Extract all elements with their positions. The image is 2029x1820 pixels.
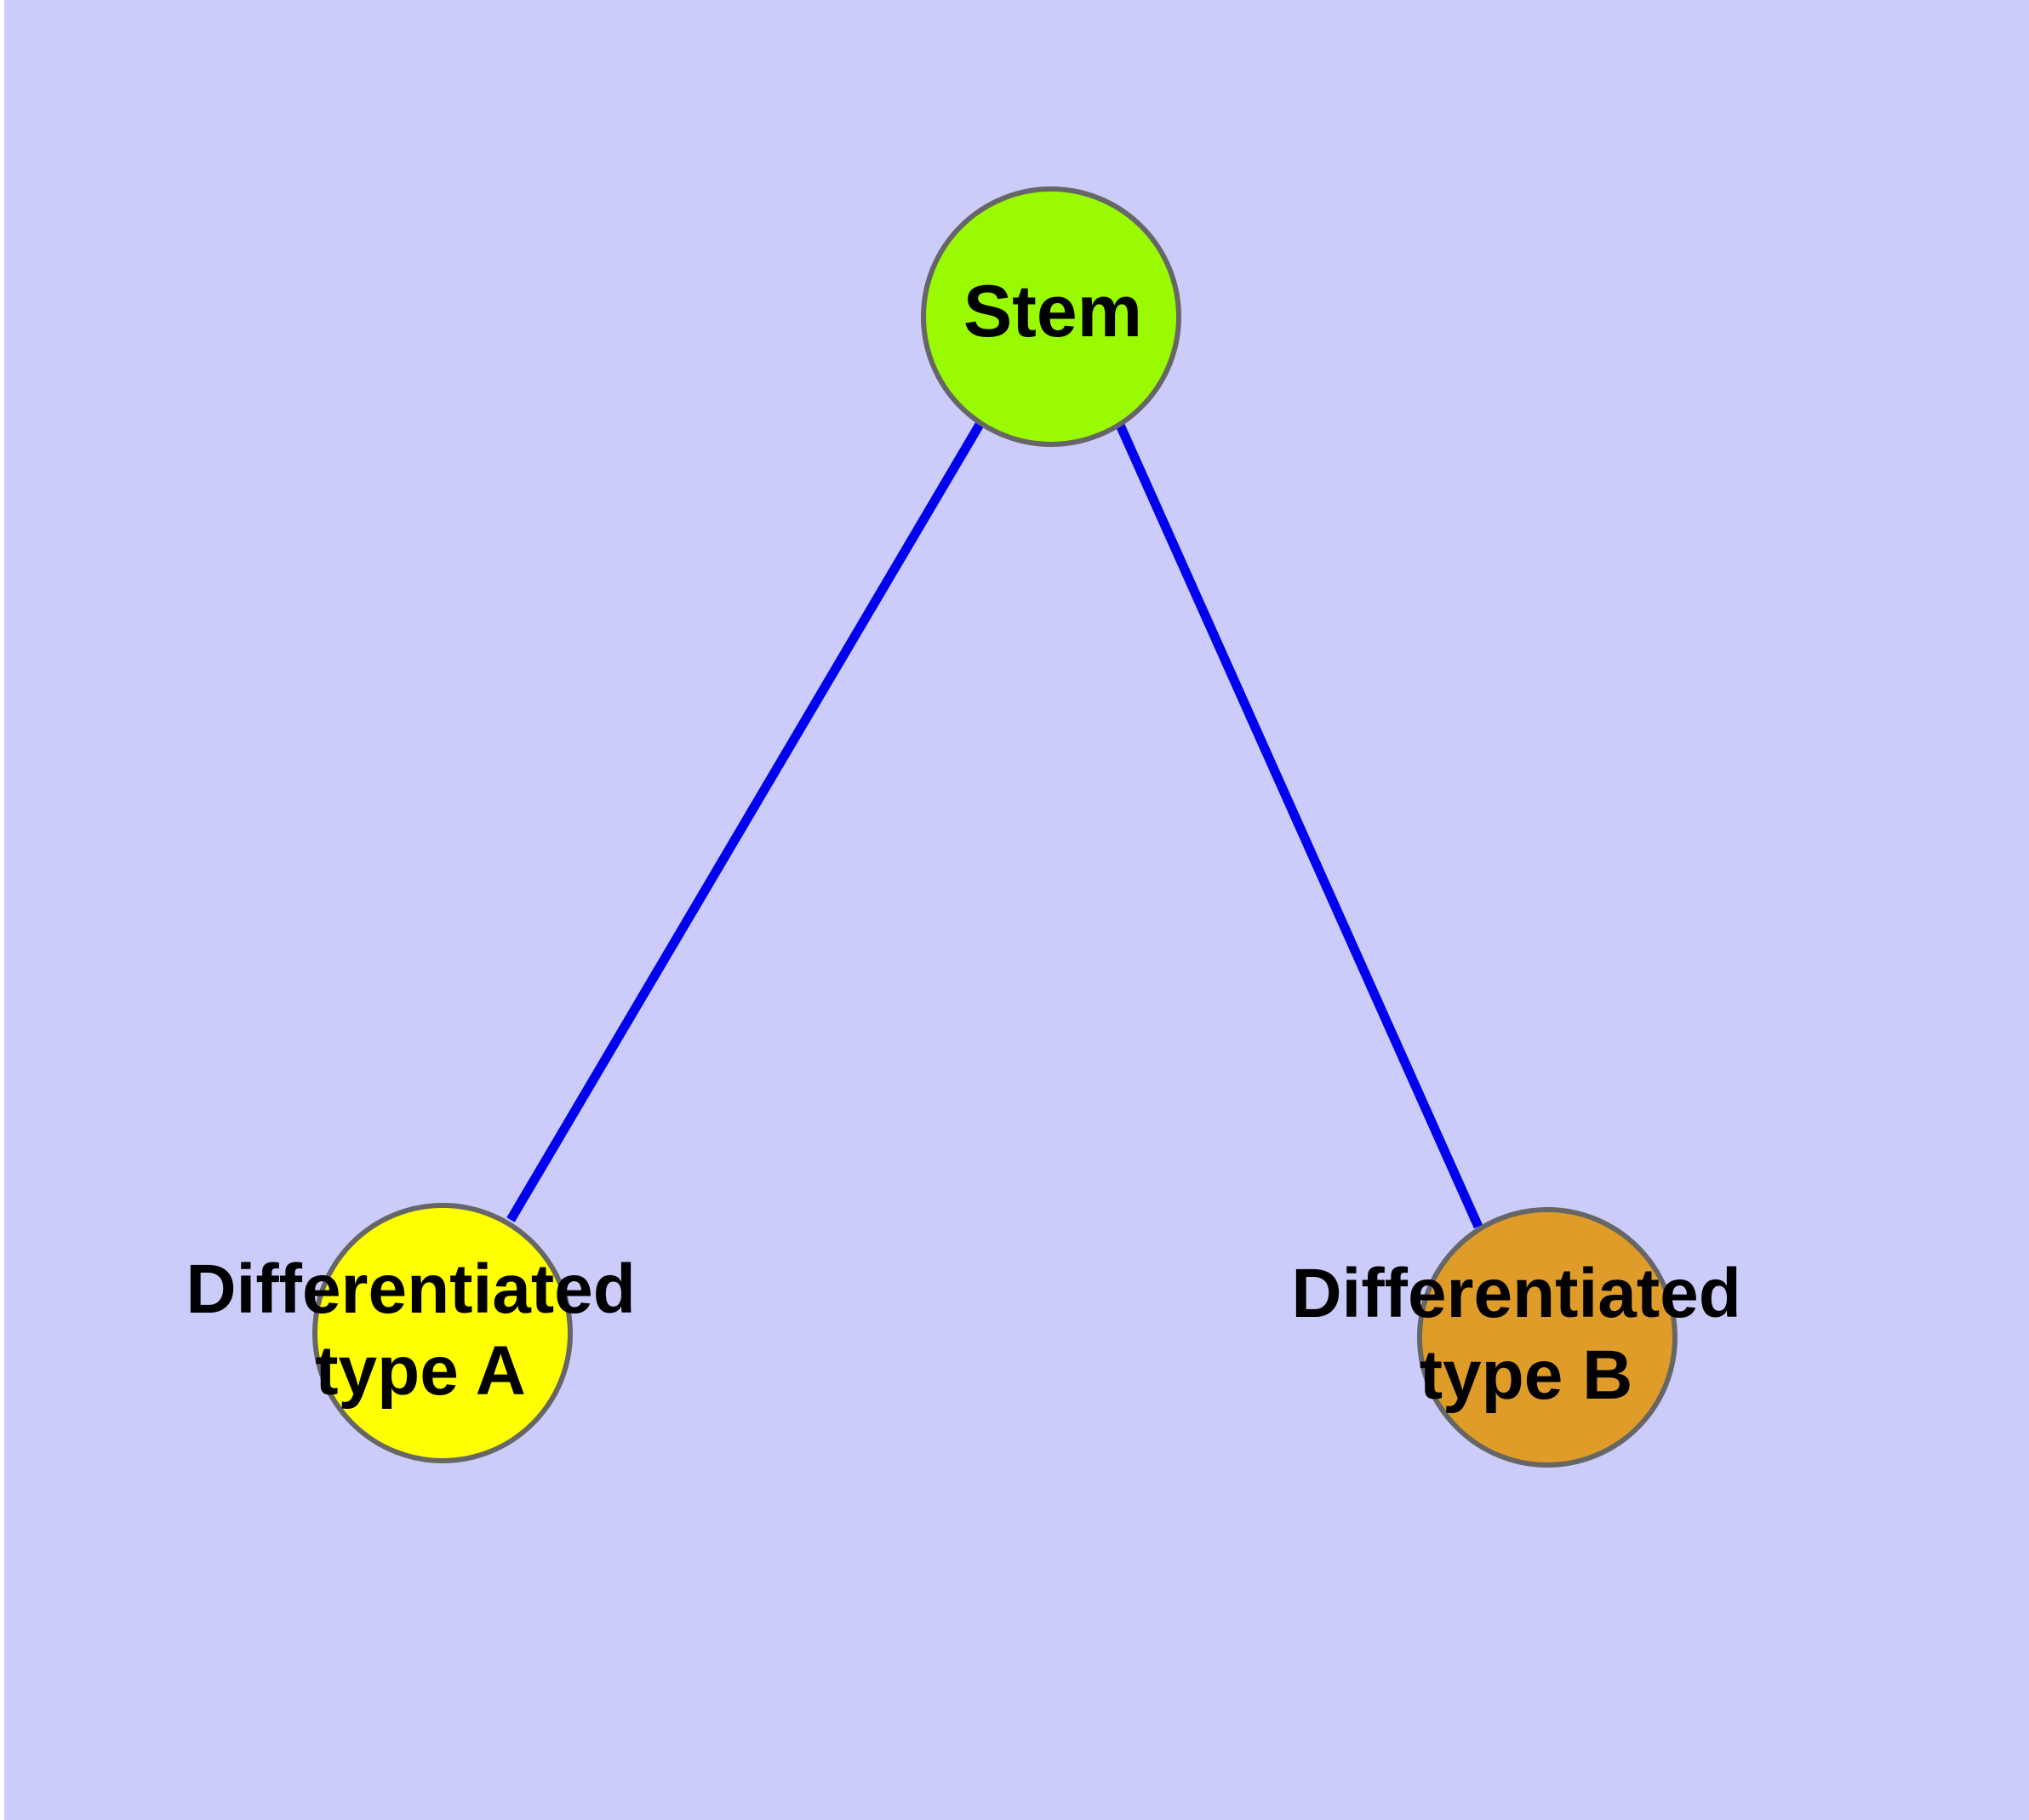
node-stem-circle[interactable]	[921, 186, 1181, 447]
node-differentiated-type-b-label: Differentiated type B	[1291, 1255, 1760, 1414]
node-differentiated-type-a-circle[interactable]	[312, 1203, 573, 1463]
node-stem-label: Stem	[963, 271, 1142, 352]
node-differentiated-type-a-label: Differentiated type A	[186, 1251, 654, 1410]
edge-stem-to-differentiated-type-a	[506, 421, 985, 1222]
nodes-group: Stem Differentiated type A Differentiate…	[186, 186, 1760, 1468]
node-stem[interactable]: Stem	[921, 186, 1181, 447]
node-differentiated-type-b-circle[interactable]	[1417, 1207, 1677, 1468]
node-differentiated-type-a[interactable]: Differentiated type A	[186, 1203, 654, 1463]
edge-stem-to-differentiated-type-b	[1114, 421, 1483, 1229]
node-differentiated-type-b[interactable]: Differentiated type B	[1291, 1207, 1760, 1468]
edges-group	[506, 421, 1483, 1229]
